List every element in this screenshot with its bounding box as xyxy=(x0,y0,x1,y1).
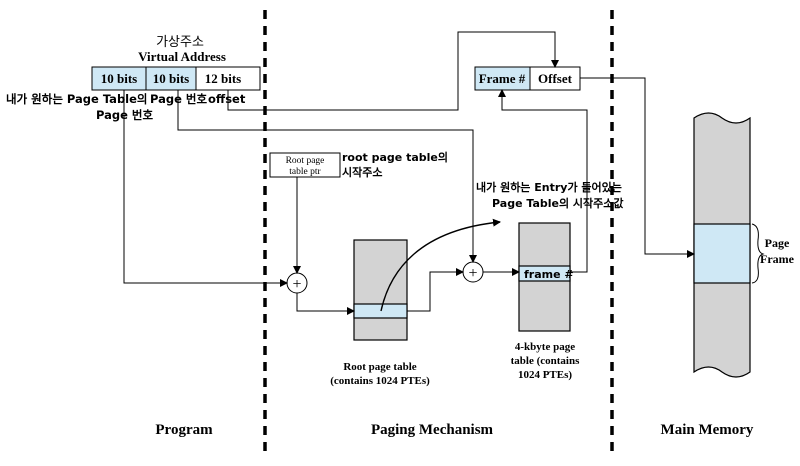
annotation-root-note-line1: root page table의 xyxy=(342,150,448,164)
virtual-address-korean: 가상주소 xyxy=(156,35,204,50)
annotation-mid-page: Page 번호 xyxy=(150,92,207,106)
section-paging: Paging Mechanism xyxy=(371,422,494,438)
va-field-dir-label: 10 bits xyxy=(101,71,137,86)
root-page-table xyxy=(353,239,408,341)
arrow-table-to-adder2 xyxy=(177,90,477,263)
page-table-caption-line2: table (contains xyxy=(511,355,580,367)
arrow-root-to-adder2 xyxy=(407,268,464,312)
annotation-left-line2: Page 번호 xyxy=(96,108,153,122)
arrow-pa-to-memory xyxy=(580,77,695,258)
annotation-top-right-line2: Page Table의 시작주소값 xyxy=(492,196,624,210)
page-table-caption-line1: 4-kbyte page xyxy=(515,341,575,353)
root-ptr-line1: Root page xyxy=(286,156,325,166)
root-table-caption-line1: Root page table xyxy=(343,361,416,373)
annotation-frame-hash: frame # xyxy=(524,268,574,281)
annotation-top-right-line1: 내가 원하는 Entry가 들어있는 xyxy=(476,180,622,194)
page-frame-label-line1: Page xyxy=(765,236,790,250)
root-ptr-box xyxy=(269,152,341,178)
annotation-curve xyxy=(380,218,501,312)
main-memory-page-frame xyxy=(693,223,751,284)
page-frame-brace xyxy=(751,223,765,284)
adder-2-plus: + xyxy=(468,265,477,282)
annotation-root-note-line2: 시작주소 xyxy=(342,165,382,179)
va-field-table-label: 10 bits xyxy=(153,71,189,86)
annotation-left-line1: 내가 원하는 Page Table의 xyxy=(6,92,148,106)
root-ptr-line2: table ptr xyxy=(289,167,321,177)
page-frame-label-line2: Frame xyxy=(760,252,795,266)
arrow-adder1-to-root xyxy=(296,293,355,315)
virtual-address-title: Virtual Address xyxy=(138,49,226,64)
pa-offset-label: Offset xyxy=(538,71,573,86)
va-field-offset-label: 12 bits xyxy=(205,71,241,86)
section-memory: Main Memory xyxy=(661,422,754,438)
adder-1-plus: + xyxy=(292,276,301,293)
root-page-table-entry xyxy=(353,303,408,319)
section-program: Program xyxy=(155,422,213,438)
root-table-caption-line2: (contains 1024 PTEs) xyxy=(330,375,430,387)
arrow-pte-to-frame xyxy=(498,89,588,273)
arrow-dir-to-adder1 xyxy=(123,90,288,287)
page-table-caption-line3: 1024 PTEs) xyxy=(518,369,572,381)
pa-frame-label: Frame # xyxy=(479,71,526,86)
arrow-offset-to-pa xyxy=(227,31,559,111)
annotation-mid-offset: offset xyxy=(208,92,246,106)
